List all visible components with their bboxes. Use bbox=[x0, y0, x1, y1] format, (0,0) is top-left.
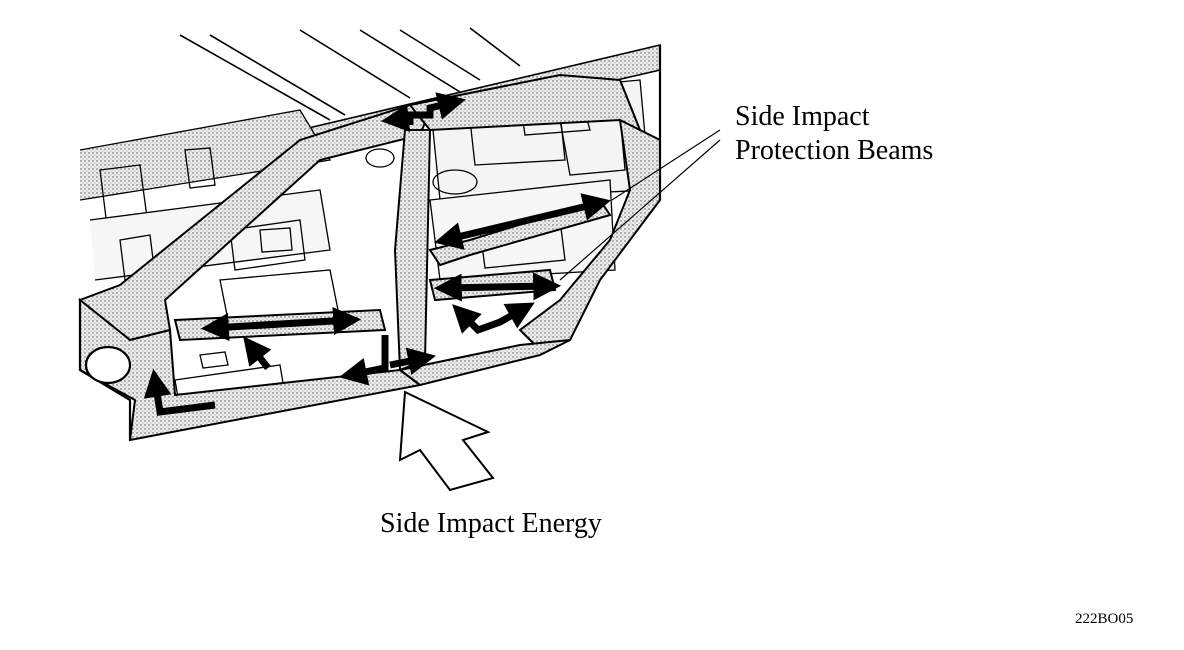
side-impact-beams-label: Side Impact Protection Beams bbox=[735, 100, 933, 167]
body-outline bbox=[78, 45, 662, 440]
side-impact-arrow bbox=[398, 390, 495, 492]
energy-flow-arrows bbox=[143, 92, 611, 416]
beams-label-line1: Side Impact bbox=[735, 101, 870, 132]
figure-code: 222BO05 bbox=[1075, 611, 1134, 627]
label-leader-lines bbox=[559, 129, 721, 281]
side-impact-energy-label: Side Impact Energy bbox=[380, 508, 602, 539]
beams-label-line2: Protection Beams bbox=[735, 134, 934, 166]
